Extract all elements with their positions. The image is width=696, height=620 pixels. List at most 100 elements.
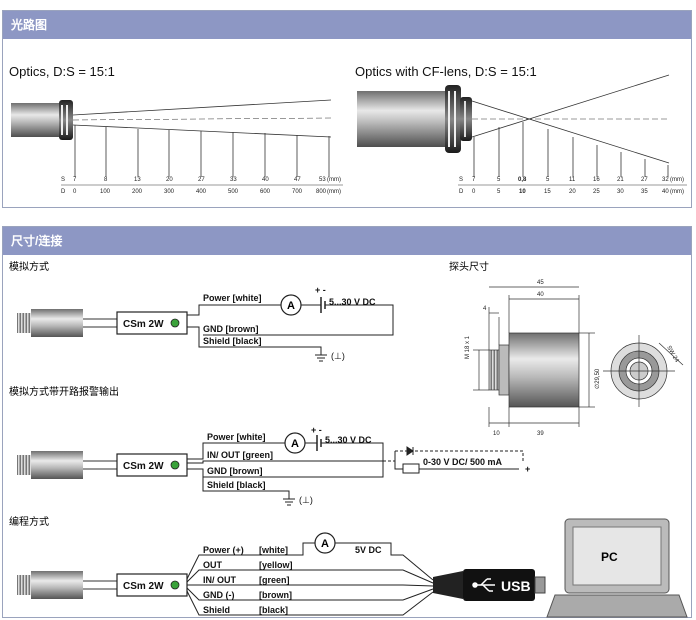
program-wiring <box>186 542 434 616</box>
usb-adapter: USB <box>433 569 546 601</box>
right-d-1: 5 <box>497 189 501 195</box>
left-d-unit: (mm) <box>327 189 341 195</box>
alarm-electronics-box: CSm 2W <box>116 453 188 477</box>
optics-right-title: Optics with CF-lens, D:S = 15:1 <box>355 64 537 79</box>
right-s-5: 16 <box>593 177 600 183</box>
optics-left-title: Optics, D:S = 15:1 <box>9 64 115 79</box>
dim-39: 39 <box>537 431 544 437</box>
left-s-7: 47 <box>294 177 301 183</box>
right-d-3: 15 <box>544 189 551 195</box>
wire-color-4: [black] <box>259 605 288 615</box>
right-s-2: 0,8 <box>518 177 527 183</box>
left-d-6: 600 <box>260 189 271 195</box>
pc-label: PC <box>601 550 618 564</box>
right-d-7: 35 <box>641 189 648 195</box>
right-s-3: 5 <box>546 177 550 183</box>
right-s-4: 11 <box>569 177 576 183</box>
scale-right: S D 7 5 0,8 5 11 16 21 27 32 (mm) 0 5 10… <box>459 177 684 195</box>
right-s-1: 5 <box>497 177 501 183</box>
left-s-4: 27 <box>198 177 205 183</box>
right-s-8: 32 <box>662 177 669 183</box>
dim-40: 40 <box>537 292 544 298</box>
dim-thread: M 18 x 1 <box>465 335 471 359</box>
dimension-title: 探头尺寸 <box>449 260 489 273</box>
alarm-output-plus: + <box>525 464 530 474</box>
alarm-plus-minus: + - <box>311 425 322 435</box>
right-s-label: S <box>459 177 463 183</box>
right-d-0: 0 <box>472 189 476 195</box>
alarm-voltage: 5...30 V DC <box>325 435 372 445</box>
left-s-5: 33 <box>230 177 237 183</box>
left-d-1: 100 <box>100 189 111 195</box>
alarm-ammeter-label: A <box>291 438 299 450</box>
alarm-ammeter <box>284 432 306 454</box>
usb-icon <box>472 578 495 592</box>
left-s-label: S <box>61 177 65 183</box>
sensor-left <box>11 100 73 140</box>
led-icon <box>170 318 180 328</box>
alarm-sensor <box>17 451 119 479</box>
analog-plus-minus: + - <box>315 285 326 295</box>
left-d-5: 500 <box>228 189 239 195</box>
connection-diagrams: 模拟方式 CSm 2W A + - 5...30 V DC Power [ <box>9 260 688 618</box>
led-icon <box>170 580 180 590</box>
wire-name-4: Shield <box>203 605 230 615</box>
beam-right <box>458 74 687 186</box>
dimension-drawing <box>473 286 684 427</box>
right-d-4: 20 <box>569 189 576 195</box>
left-d-0: 0 <box>73 189 77 195</box>
dim-4: 4 <box>483 306 487 312</box>
left-s-8: 53 <box>319 177 326 183</box>
right-s-7: 27 <box>641 177 648 183</box>
program-sensor <box>17 571 119 599</box>
left-d-4: 400 <box>196 189 207 195</box>
right-s-6: 21 <box>617 177 624 183</box>
right-d-5: 25 <box>593 189 600 195</box>
right-d-2: 10 <box>519 189 526 195</box>
usb-label: USB <box>501 578 531 594</box>
wire-color-1: [yellow] <box>259 560 293 570</box>
analog-ground-symbol: (⊥) <box>331 351 345 361</box>
left-d-3: 300 <box>164 189 175 195</box>
program-ammeter <box>314 532 336 554</box>
program-voltage: 5V DC <box>355 545 382 555</box>
right-s-0: 7 <box>472 177 476 183</box>
right-d-label: D <box>459 189 464 195</box>
led-icon <box>170 460 180 470</box>
analog-wiring <box>187 297 394 362</box>
left-s-6: 40 <box>262 177 269 183</box>
left-s-1: 8 <box>104 177 108 183</box>
left-d-2: 200 <box>132 189 143 195</box>
sensor-right <box>357 85 472 153</box>
wire-name-0: Power (+) <box>203 545 244 555</box>
left-s-3: 20 <box>166 177 173 183</box>
program-title: 编程方式 <box>9 515 49 528</box>
right-d-6: 30 <box>617 189 624 195</box>
analog-ammeter <box>280 294 302 316</box>
right-s-unit: (mm) <box>670 177 684 183</box>
analog-box-label: CSm 2W <box>123 319 164 330</box>
connection-header: 尺寸/连接 <box>3 227 691 255</box>
analog-gnd-wire: GND [brown] <box>203 324 259 334</box>
dim-10: 10 <box>493 431 500 437</box>
left-s-2: 13 <box>134 177 141 183</box>
optics-header: 光路图 <box>3 11 691 39</box>
dim-45: 45 <box>537 280 544 286</box>
analog-shield-wire: Shield [black] <box>203 336 262 346</box>
left-d-label: D <box>61 189 66 195</box>
wire-color-3: [brown] <box>259 590 292 600</box>
right-d-unit: (mm) <box>670 189 684 195</box>
analog-title: 模拟方式 <box>9 260 49 273</box>
dim-diameter: ∅29,50 <box>594 368 601 389</box>
wire-color-0: [white] <box>259 545 288 555</box>
wire-name-1: OUT <box>203 560 223 570</box>
wire-name-3: GND (-) <box>203 590 235 600</box>
left-s-unit: (mm) <box>327 177 341 183</box>
analog-electronics-box: CSm 2W <box>116 311 188 335</box>
analog-power-wire: Power [white] <box>203 293 262 303</box>
analog-ammeter-label: A <box>287 300 295 312</box>
right-d-8: 40 <box>662 189 669 195</box>
analog-voltage: 5...30 V DC <box>329 297 376 307</box>
optics-diagrams: Optics, D:S = 15:1 S D 7 8 <box>9 64 687 195</box>
program-wire-list: Power (+) [white] OUT [yellow] IN/ OUT [… <box>203 545 293 615</box>
